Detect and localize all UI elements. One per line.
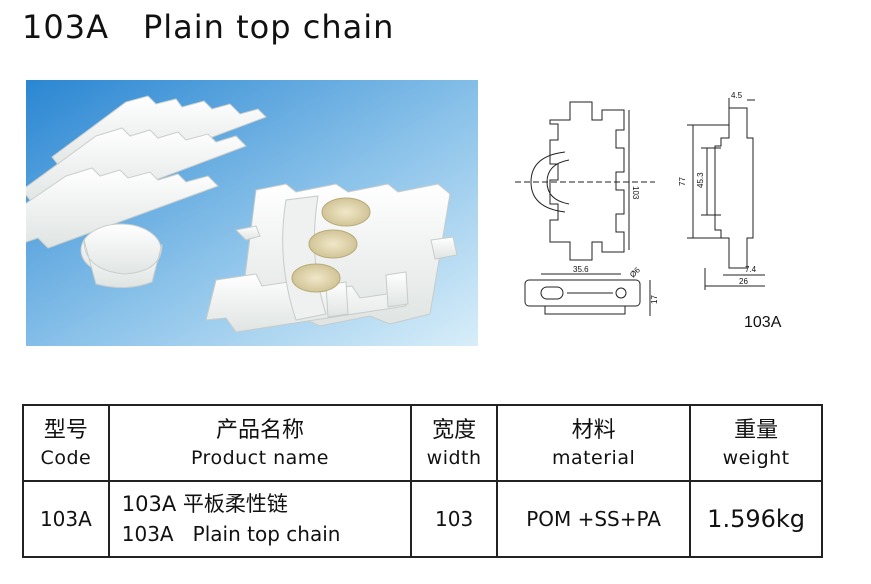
header-width: 宽度 width [410, 404, 498, 482]
header-code: 型号 Code [22, 404, 110, 482]
table-row: 103A 103A 平板柔性链 103A Plain top chain 103… [22, 480, 823, 558]
cell-product-name: 103A 平板柔性链 103A Plain top chain [107, 480, 413, 558]
cell-weight: 1.596kg [689, 480, 823, 558]
dim-d1: 4.5 [731, 91, 743, 100]
dim-d5: 35.6 [573, 265, 589, 274]
bearing-inserts [291, 197, 371, 293]
chain-left [26, 95, 267, 288]
technical-drawing-svg: 4.5 103 77 45.3 35.6 Ø6 17 7.4 26 [515, 91, 765, 316]
header-material: 材料 material [495, 404, 692, 482]
product-name-en: 103A Plain top chain [121, 522, 341, 546]
cell-width: 103 [410, 480, 498, 558]
product-photo-svg [26, 80, 478, 346]
dim-d9: 26 [739, 277, 748, 286]
title-code: 103A [22, 8, 109, 46]
title-text: Plain top chain [142, 8, 395, 46]
dim-d4: 45.3 [696, 172, 705, 188]
table-header-row: 型号 Code 产品名称 Product name 宽度 width 材料 ma… [22, 404, 823, 482]
header-product-name: 产品名称 Product name [107, 404, 413, 482]
side-view [714, 107, 754, 269]
dim-d8: 7.4 [745, 265, 757, 274]
cell-code: 103A [22, 480, 110, 558]
cell-material: POM +SS+PA [495, 480, 692, 558]
dim-d6: Ø6 [628, 265, 642, 279]
dim-d3: 77 [678, 177, 687, 186]
header-weight: 重量 weight [689, 404, 823, 482]
technical-drawing: 4.5 103 77 45.3 35.6 Ø6 17 7.4 26 [505, 90, 805, 340]
product-name-cn: 103A 平板柔性链 [121, 492, 288, 516]
page-title: 103A Plain top chain [22, 8, 394, 46]
dim-d2: 103 [631, 186, 640, 200]
spec-table: 型号 Code 产品名称 Product name 宽度 width 材料 ma… [22, 404, 823, 558]
plate-top-view [549, 101, 625, 261]
product-photo [26, 80, 478, 346]
dim-d7: 17 [650, 295, 659, 304]
drawing-label: 103A [744, 314, 782, 331]
